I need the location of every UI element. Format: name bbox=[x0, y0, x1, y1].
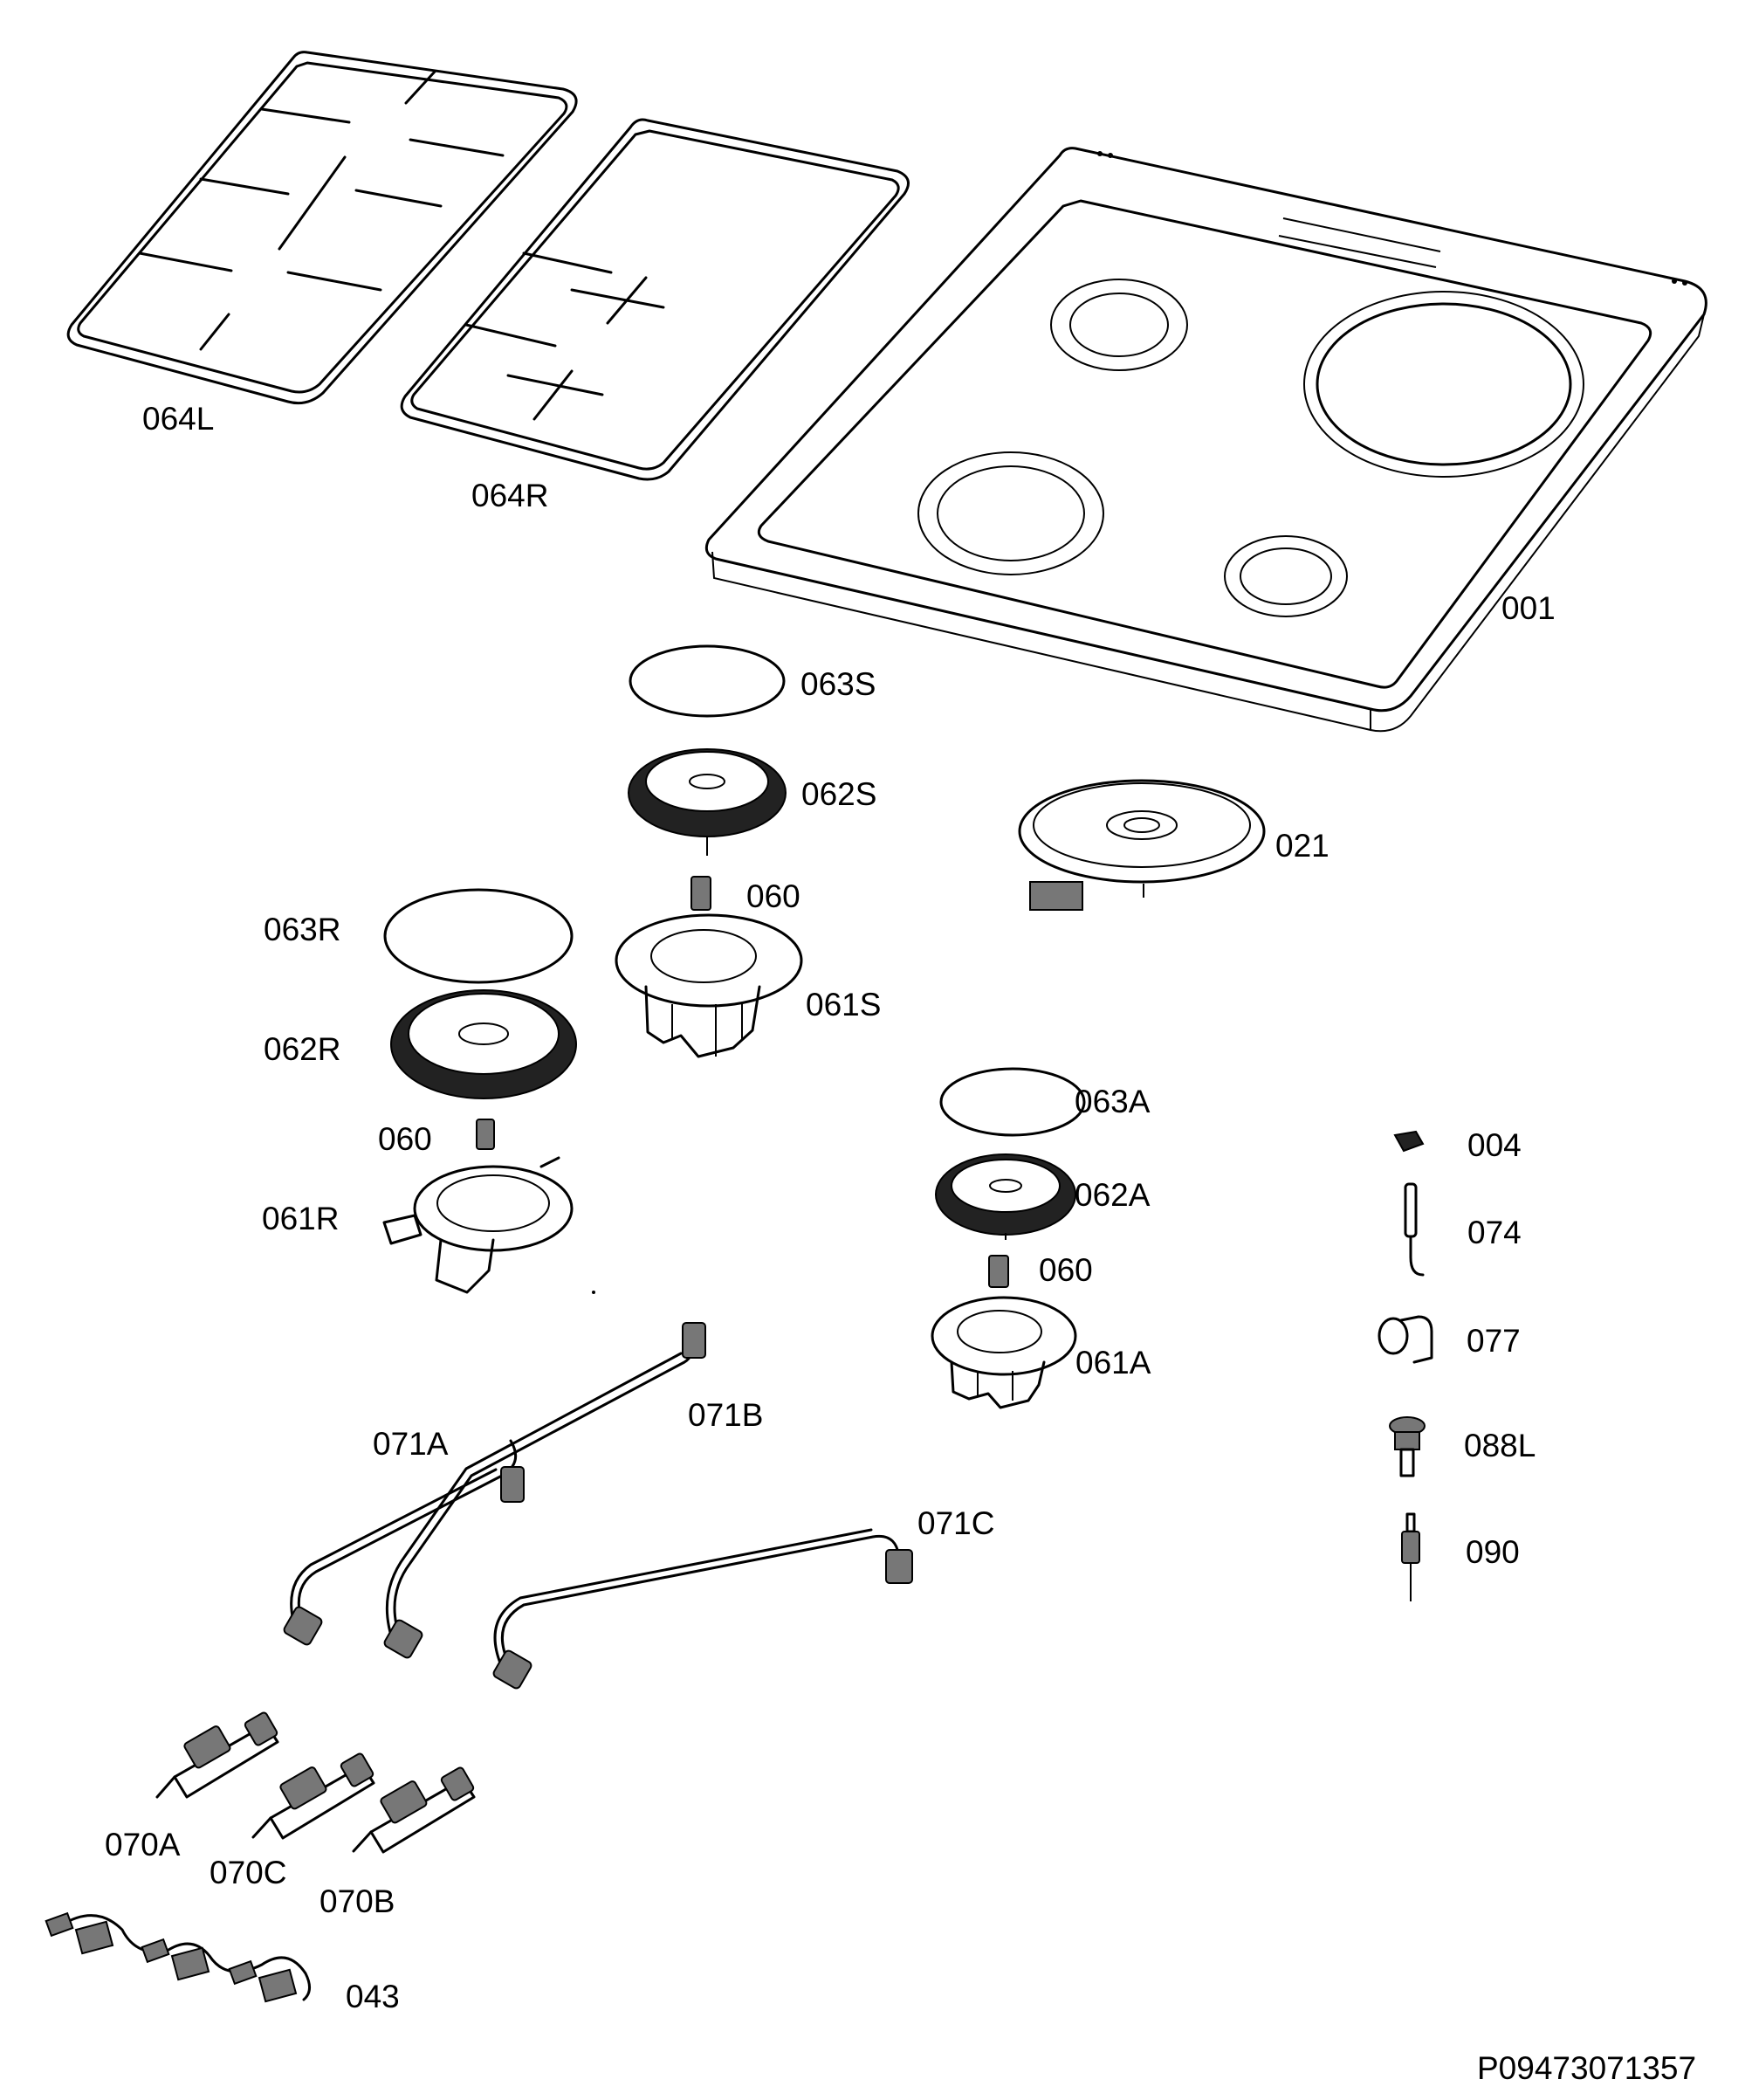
label-crown-small: 062S bbox=[801, 776, 877, 812]
label-pipe-a: 071A bbox=[373, 1426, 449, 1462]
label-grid-left: 064L bbox=[142, 401, 215, 437]
label-injector-1: 060 bbox=[746, 878, 800, 914]
label-base-rapid: 061R bbox=[262, 1201, 340, 1236]
thermocouple bbox=[1404, 1182, 1425, 1277]
label-clip: 004 bbox=[1467, 1127, 1522, 1163]
label-crown-aux: 062A bbox=[1075, 1177, 1151, 1213]
label-tap-c: 070C bbox=[210, 1855, 287, 1890]
label-base-aux: 061A bbox=[1075, 1345, 1151, 1380]
label-tap-a: 070A bbox=[105, 1827, 181, 1862]
gas-tap-c bbox=[251, 1752, 375, 1840]
gas-connector bbox=[1389, 1416, 1426, 1477]
label-ignition-switches: 043 bbox=[346, 1979, 400, 2014]
label-cap-small: 063S bbox=[800, 666, 876, 702]
injector-left bbox=[476, 1119, 495, 1150]
label-injector-3: 060 bbox=[1039, 1252, 1093, 1288]
label-base-small: 061S bbox=[806, 987, 882, 1022]
burner-base-small bbox=[615, 913, 803, 1058]
ignition-switches bbox=[45, 1911, 311, 2003]
hob-top bbox=[704, 147, 1707, 733]
label-elbow: 077 bbox=[1467, 1323, 1521, 1359]
burner-crown-rapid bbox=[390, 989, 577, 1099]
label-thermocouple: 074 bbox=[1467, 1215, 1522, 1250]
burner-base-aux bbox=[931, 1296, 1077, 1409]
pan-support-left bbox=[66, 51, 578, 405]
label-grid-right: 064R bbox=[471, 478, 549, 513]
label-tap-b: 070B bbox=[319, 1883, 395, 1919]
burner-base-rapid bbox=[382, 1156, 574, 1294]
ignition-plug bbox=[1401, 1512, 1420, 1601]
gas-tap-a bbox=[155, 1711, 279, 1799]
label-injector-2: 060 bbox=[378, 1121, 432, 1157]
burner-cap-small bbox=[629, 644, 786, 718]
label-cap-rapid: 063R bbox=[264, 912, 341, 947]
gas-pipe-b bbox=[383, 1322, 706, 1659]
label-hob-top: 001 bbox=[1501, 590, 1556, 626]
injector-top bbox=[690, 876, 711, 911]
burner-cap-rapid bbox=[383, 888, 574, 984]
injector-right bbox=[988, 1255, 1009, 1288]
label-gas-connector: 088L bbox=[1464, 1428, 1536, 1463]
drawing-number: P09473071357 bbox=[1477, 2050, 1697, 2086]
label-cap-aux: 063A bbox=[1075, 1084, 1151, 1119]
hotplate bbox=[1018, 779, 1266, 911]
burner-crown-aux bbox=[935, 1153, 1076, 1240]
gas-pipe-a bbox=[283, 1439, 518, 1646]
label-pipe-b: 071B bbox=[688, 1397, 764, 1433]
burner-cap-aux bbox=[939, 1067, 1086, 1137]
label-pipe-c: 071C bbox=[917, 1505, 995, 1541]
gas-tap-b bbox=[352, 1766, 476, 1854]
label-hotplate: 021 bbox=[1275, 828, 1329, 864]
clip bbox=[1393, 1130, 1425, 1153]
label-ignition-plug: 090 bbox=[1466, 1534, 1520, 1570]
gas-pipe-c bbox=[492, 1528, 913, 1690]
elbow-fitting bbox=[1378, 1315, 1433, 1364]
label-crown-rapid: 062R bbox=[264, 1031, 341, 1067]
pan-support-right bbox=[400, 118, 910, 481]
burner-crown-small bbox=[628, 748, 787, 856]
